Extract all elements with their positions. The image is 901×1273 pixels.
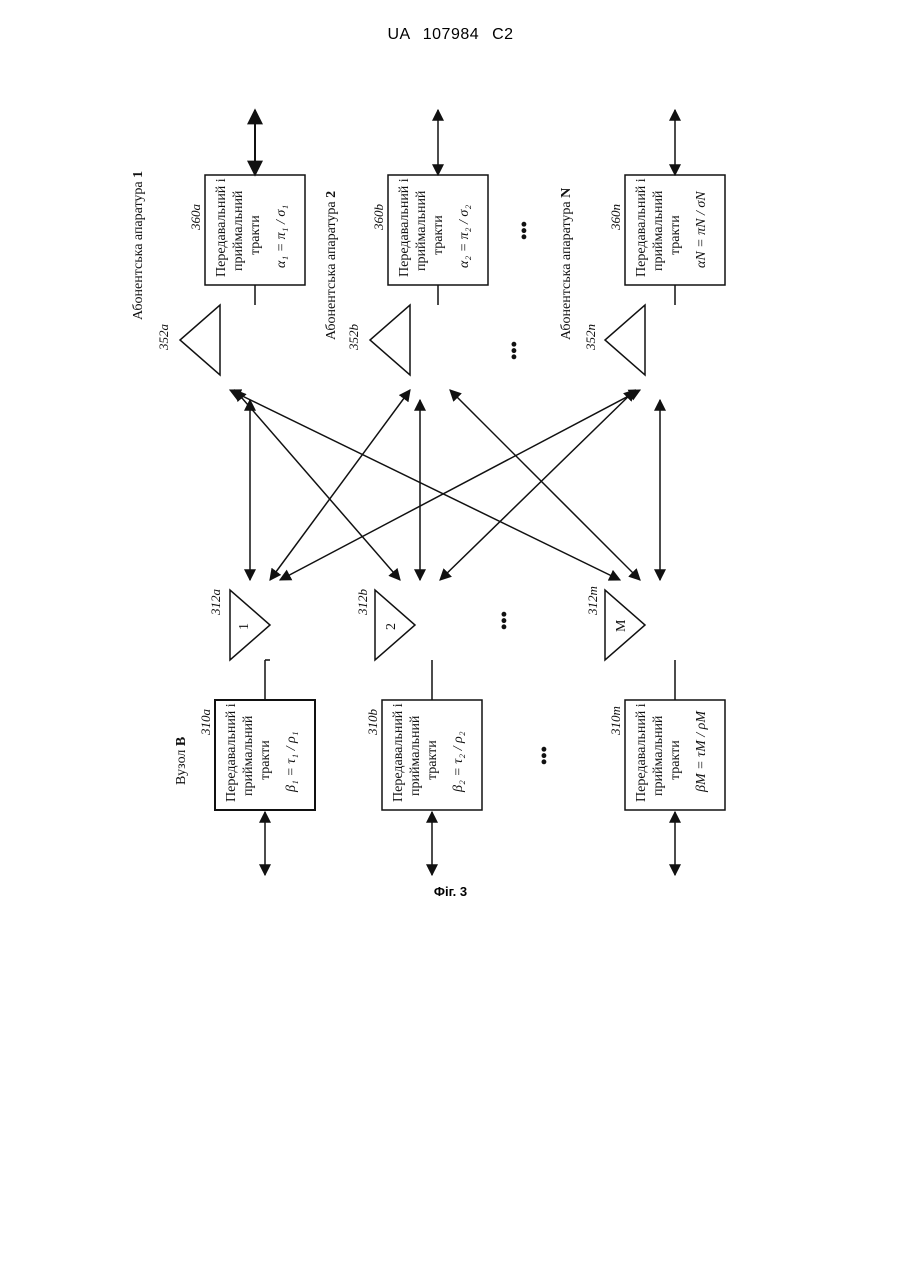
- sub-block-n-ref: 360n: [608, 204, 623, 231]
- node-block-m-formula: βM = τM / ρM: [694, 710, 709, 793]
- sub-ellipsis-antennas: •••: [504, 341, 524, 360]
- sub-block-n-line1: Передавальний і: [634, 178, 649, 277]
- node-label: Вузол B: [174, 737, 189, 785]
- node-antenna-2-ref: 312b: [355, 589, 370, 617]
- node-block-m-line1: Передавальний і: [634, 703, 649, 802]
- sub-block-1: Передавальний і приймальний тракти α₁ = …: [188, 110, 305, 305]
- block-diagram: Передавальний і приймальний тракти β₁ = …: [120, 105, 740, 880]
- sub-block-n-line2: приймальний: [651, 190, 666, 271]
- sub-block-2-ref: 360b: [371, 204, 386, 232]
- node-block-m-ref: 310m: [608, 706, 623, 736]
- node-block-m-line3: тракти: [668, 740, 683, 780]
- sub-block-2-formula: α₂ = π₂ / σ₂: [457, 205, 472, 268]
- sub-block-n-line3: тракти: [668, 215, 683, 255]
- node-ellipsis-antennas: •••: [494, 611, 514, 630]
- node-block-2-line2: приймальний: [408, 715, 423, 796]
- node-block-1-formula: β₁ = τ₁ / ρ₁: [284, 731, 299, 793]
- figure-caption: Фіг. 3: [0, 884, 901, 899]
- sub-block-1-formula: α₁ = π₁ / σ₁: [274, 205, 289, 268]
- sub-block-2-line2: приймальний: [414, 190, 429, 271]
- node-block-2-formula: β₂ = τ₂ / ρ₂: [451, 731, 466, 793]
- node-antenna-1: 1 312a: [208, 589, 270, 701]
- sub-block-2: Передавальний і приймальний тракти α₂ = …: [371, 110, 488, 305]
- node-antenna-1-num: 1: [237, 623, 252, 630]
- sub-block-1-line3: тракти: [248, 215, 263, 255]
- node-ellipsis-blocks: •••: [534, 746, 554, 765]
- sub-block-1-line2: приймальний: [231, 190, 246, 271]
- sub-antenna-1-ref: 352a: [156, 324, 171, 352]
- node-block-2-line1: Передавальний і: [391, 703, 406, 802]
- node-block-1-line3: тракти: [258, 740, 273, 780]
- node-block-1-line2: приймальний: [241, 715, 256, 796]
- sub-label-n: Абонентська апаратура N: [559, 188, 574, 340]
- node-antenna-2-num: 2: [384, 623, 399, 630]
- sub-block-n: Передавальний і приймальний тракти αN = …: [608, 110, 725, 305]
- sub-block-n-formula: αN = πN / σN: [694, 191, 709, 268]
- node-block-m: Передавальний і приймальний тракти βM = …: [608, 700, 725, 810]
- sub-block-2-line1: Передавальний і: [397, 178, 412, 277]
- sub-antenna-2: 352b: [346, 305, 410, 375]
- diagram-svg: Передавальний і приймальний тракти β₁ = …: [120, 105, 740, 880]
- node-antenna-2: 2 312b: [355, 589, 432, 701]
- node-antenna-1-ref: 312a: [208, 589, 223, 617]
- sub-antenna-2-ref: 352b: [346, 324, 361, 352]
- patent-header: UA 107984 C2: [0, 26, 901, 44]
- sub-antenna-n: 352n: [583, 305, 645, 375]
- sub-block-2-line3: тракти: [431, 215, 446, 255]
- node-block-1-line1: Передавальний і: [224, 703, 239, 802]
- link-arrows: [230, 390, 660, 580]
- node-block-2-ref: 310b: [365, 709, 380, 737]
- sub-block-1-line1: Передавальний і: [214, 178, 229, 277]
- node-block-1: Передавальний і приймальний тракти β₁ = …: [198, 700, 315, 810]
- node-antenna-m: M 312m: [585, 586, 675, 700]
- node-antenna-m-num: M: [614, 619, 629, 632]
- sub-antenna-n-ref: 352n: [583, 324, 598, 351]
- sub-block-1-ref: 360a: [188, 204, 203, 232]
- sub-label-2: Абонентська апаратура 2: [324, 191, 339, 340]
- node-block-2-line3: тракти: [425, 740, 440, 780]
- sub-antenna-1: 352a: [156, 305, 220, 375]
- sub-ellipsis-blocks: •••: [514, 221, 534, 240]
- sub-label-1: Абонентська апаратура 1: [131, 171, 146, 320]
- node-antenna-m-ref: 312m: [585, 586, 600, 616]
- node-block-m-line2: приймальний: [651, 715, 666, 796]
- node-block-1-ref: 310a: [198, 709, 213, 737]
- node-block-2: Передавальний і приймальний тракти β₂ = …: [365, 700, 482, 810]
